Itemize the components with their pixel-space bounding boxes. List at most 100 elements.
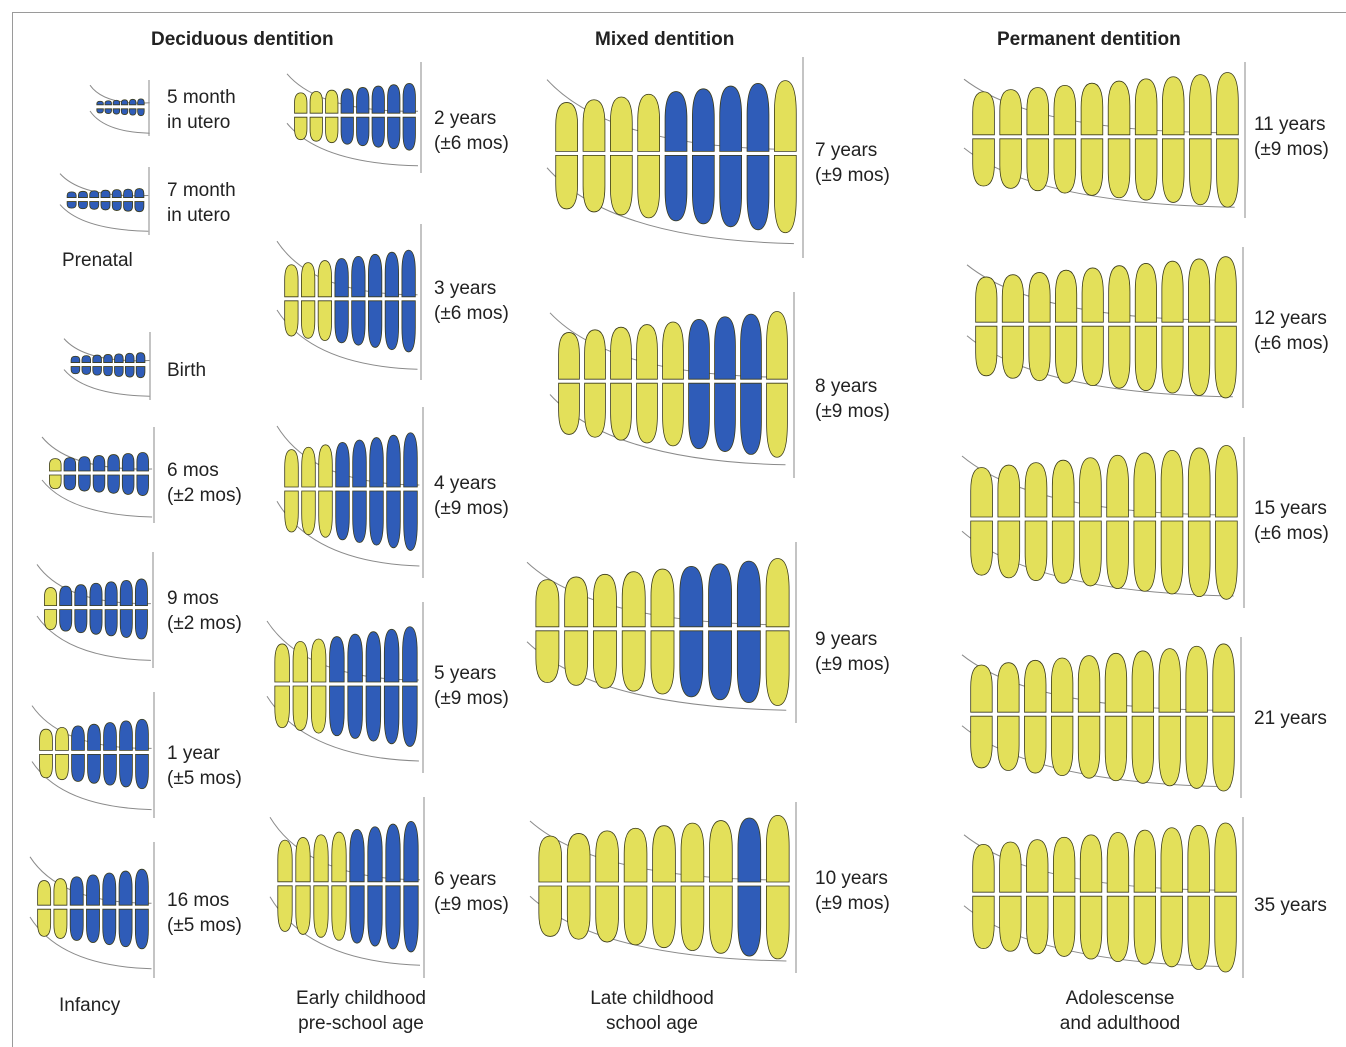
upper-tooth [404,433,418,487]
lower-tooth [1108,139,1130,198]
lower-tooth [348,686,363,738]
lower-tooth [774,155,796,232]
label-1-year: 1 year(±5 mos) [167,741,242,791]
lower-tooth [64,475,76,490]
lower-tooth [352,301,365,345]
lower-tooth [1216,521,1238,599]
lower-tooth [385,301,398,350]
upper-tooth [296,837,310,881]
teeth-illustration-7-years [545,55,807,260]
upper-tooth [120,580,132,605]
upper-tooth [90,583,102,605]
lower-tooth [113,109,120,114]
lower-tooth [82,367,91,375]
lower-tooth [388,117,400,148]
upper-tooth [973,844,995,892]
upper-tooth [103,873,116,905]
upper-tooth [692,89,714,152]
lower-tooth [1213,716,1235,791]
upper-tooth [115,354,124,363]
lower-tooth [105,610,117,636]
lower-tooth [101,202,110,210]
lower-tooth [767,383,788,457]
upper-tooth [104,354,113,362]
lower-tooth [120,610,132,638]
lower-tooth [275,686,290,728]
upper-tooth [622,572,645,627]
upper-tooth [1107,832,1129,892]
upper-tooth [71,356,80,362]
label-6-mos: 6 mos(±2 mos) [167,458,242,508]
upper-tooth [335,258,348,296]
upper-tooth [93,355,102,363]
label-birth: Birth [167,358,206,383]
lower-tooth [998,521,1020,578]
upper-tooth [368,254,381,297]
lower-tooth [79,475,91,491]
upper-tooth [1080,835,1102,892]
lower-tooth [319,491,333,537]
lower-tooth [318,301,331,341]
lower-tooth [115,367,124,377]
upper-tooth [60,586,72,605]
teeth-illustration-5-month-utero [88,78,153,138]
lower-tooth [135,909,148,949]
lower-tooth [1029,326,1050,381]
lower-tooth [998,716,1020,770]
upper-tooth [49,459,61,471]
upper-tooth [86,875,99,905]
lower-tooth [1081,139,1103,196]
lower-tooth [402,301,415,352]
label-11-years: 11 years(±9 mos) [1254,112,1329,162]
lower-tooth [285,491,299,532]
lower-tooth [689,383,710,448]
upper-tooth [318,261,331,297]
upper-tooth [1024,660,1046,712]
label-10-years: 10 years(±9 mos) [815,866,890,916]
lower-tooth [97,109,104,113]
upper-tooth [1053,837,1075,892]
lower-tooth [310,117,322,141]
lower-tooth [1055,326,1076,383]
upper-tooth [293,641,308,682]
label-21-years: 21 years [1254,706,1327,731]
lower-tooth [1161,521,1183,594]
upper-tooth [1161,450,1183,517]
upper-tooth [137,453,149,472]
lower-tooth [121,109,128,115]
upper-tooth [611,327,632,379]
upper-tooth [1159,649,1181,713]
upper-tooth [72,726,85,751]
lower-tooth [56,754,69,779]
upper-tooth [1162,261,1183,322]
lower-tooth [624,886,647,945]
lower-tooth [710,886,733,953]
upper-tooth [387,435,401,487]
upper-tooth [1025,463,1047,517]
teeth-illustration-35-years [962,815,1247,980]
upper-tooth [1215,823,1237,892]
lower-tooth [78,202,87,209]
label-infancy: Infancy [59,993,120,1018]
lower-tooth [1161,896,1183,967]
upper-tooth [1051,658,1073,712]
upper-tooth [135,189,144,198]
upper-tooth [138,99,145,105]
upper-tooth [1055,270,1076,322]
lower-tooth [86,909,99,942]
lower-tooth [90,202,99,210]
upper-tooth [1161,828,1183,892]
upper-tooth [90,191,99,198]
upper-tooth [129,99,136,104]
lower-tooth [1002,326,1023,378]
upper-tooth [998,465,1020,517]
upper-tooth [651,569,674,627]
lower-tooth [1080,896,1102,959]
lower-tooth [1188,521,1210,597]
lower-tooth [108,475,120,493]
label-8-years: 8 years(±9 mos) [815,374,890,424]
lower-tooth [747,155,769,229]
lower-tooth [404,886,418,952]
upper-tooth [1082,268,1103,322]
upper-tooth [348,634,363,682]
